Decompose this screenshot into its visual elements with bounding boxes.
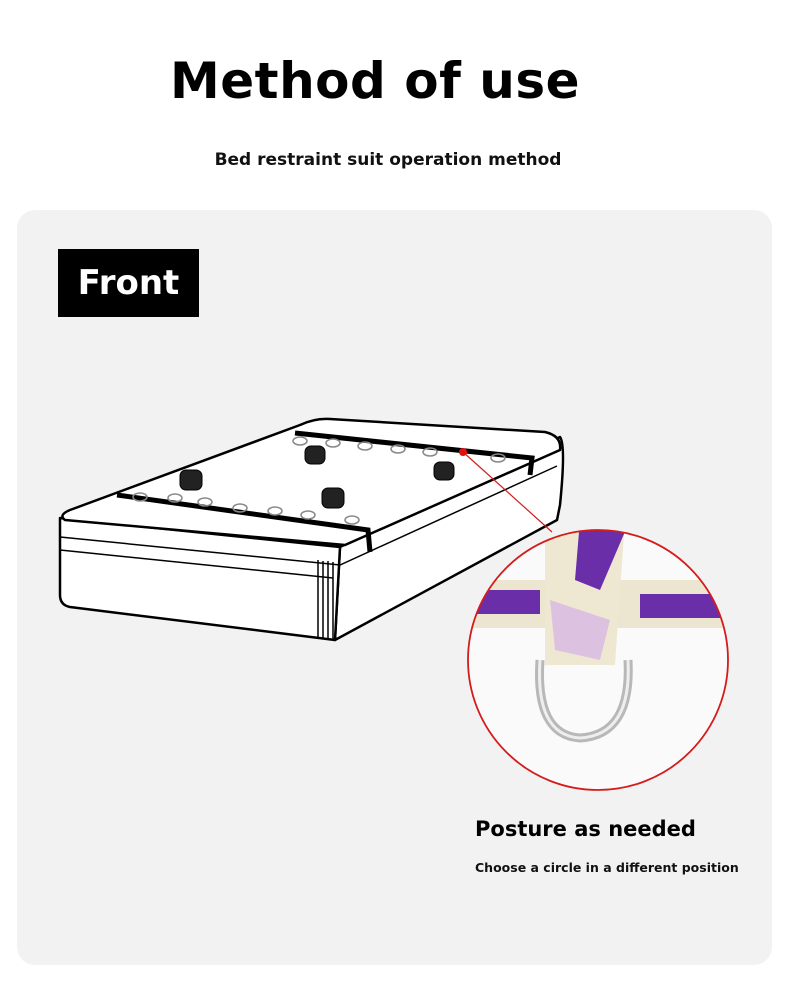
zoom-detail-circle — [468, 530, 728, 790]
mattress-seams — [59, 465, 558, 640]
page-subtitle: Bed restraint suit operation method — [214, 150, 562, 170]
cuffs — [179, 445, 455, 509]
front-badge: Front — [58, 249, 199, 317]
callout-dot — [459, 448, 467, 456]
straps — [116, 430, 535, 553]
page-title: Method of use — [170, 52, 580, 110]
callout-line — [462, 451, 553, 533]
caption-subtitle: Choose a circle in a different position — [475, 860, 739, 875]
caption-title: Posture as needed — [475, 817, 696, 841]
d-rings — [132, 436, 506, 525]
